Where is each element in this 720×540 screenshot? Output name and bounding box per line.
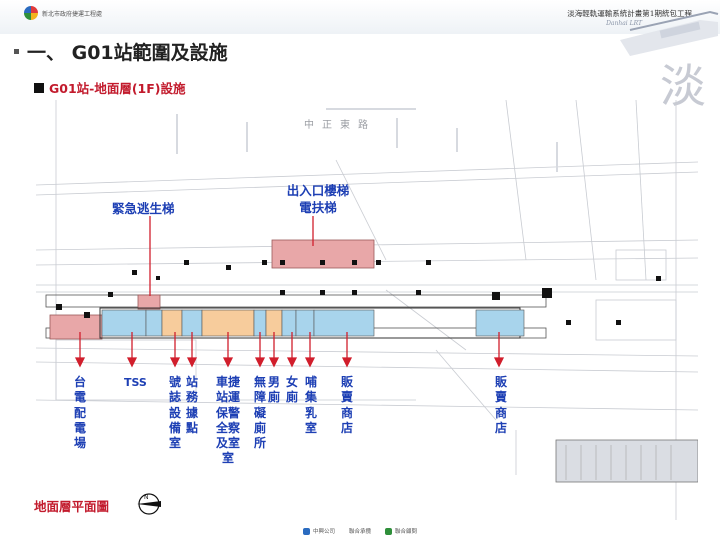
label-station-office: 站務據點 xyxy=(185,375,198,435)
footer-logo-icon xyxy=(302,528,310,535)
header-band xyxy=(0,0,720,34)
north-arrow-icon: N xyxy=(137,493,161,515)
footer-left: 中興公司 xyxy=(302,527,335,535)
title-bullet-icon xyxy=(14,49,19,54)
footer-partner-icon xyxy=(385,528,392,535)
emergency-stairs-label: 緊急逃生梯 xyxy=(112,201,175,216)
section-subtitle: G01站-地面層(1F)設施 xyxy=(34,78,186,97)
plan-label: 地面層平面圖 xyxy=(34,499,110,514)
footer: 中興公司 聯合承攬 聯合顧問 xyxy=(0,522,720,540)
escalator-label: 電扶梯 xyxy=(299,200,337,215)
watermark: 淡 xyxy=(660,59,706,113)
floor-plan-drawing: 中正東路 xyxy=(36,100,698,520)
floor-plan: 中正東路 xyxy=(36,100,698,520)
label-nursing-room: 哺集乳室 xyxy=(304,375,317,435)
logo-mark-icon xyxy=(24,6,38,20)
label-tss: TSS xyxy=(124,376,147,389)
label-shop-2: 販賣商店 xyxy=(494,375,507,435)
footer-mid: 聯合承攬 xyxy=(348,529,371,535)
exit-stairs-callout: 出入口樓梯 電扶梯 xyxy=(278,182,358,216)
square-bullet-icon xyxy=(34,82,44,93)
project-subtitle: Danhai LRT xyxy=(606,20,642,27)
road-label: 中正東路 xyxy=(304,118,376,131)
project-title: 淡海輕軌運輸系統計畫第1期統包工程 xyxy=(567,9,692,18)
page-title-text: 一、 G01站範圍及設施 xyxy=(27,42,228,64)
section-subtitle-text: G01站-地面層(1F)設施 xyxy=(49,81,186,96)
label-mens-toilet: 男廁 xyxy=(267,375,280,405)
svg-text:N: N xyxy=(144,494,149,501)
footer-right: 聯合顧問 xyxy=(385,527,417,535)
label-security-room: 車捷站運保警全察及室室 xyxy=(215,375,240,466)
label-womens-toilet: 女廁 xyxy=(285,375,298,405)
page-title: 一、 G01站範圍及設施 xyxy=(14,38,228,65)
label-substation: 台電配電場 xyxy=(73,375,86,451)
exit-stairs-label: 出入口樓梯 xyxy=(286,183,350,198)
logo-text: 新北市政府捷運工程處 xyxy=(42,10,103,18)
label-signal-room: 號誌設備室 xyxy=(168,375,181,451)
logo: 新北市政府捷運工程處 xyxy=(24,6,102,20)
label-accessible-toilet: 無障礙廁所 xyxy=(253,375,266,451)
train-decoration-icon xyxy=(620,10,719,56)
label-shop-1: 販賣商店 xyxy=(340,375,353,435)
